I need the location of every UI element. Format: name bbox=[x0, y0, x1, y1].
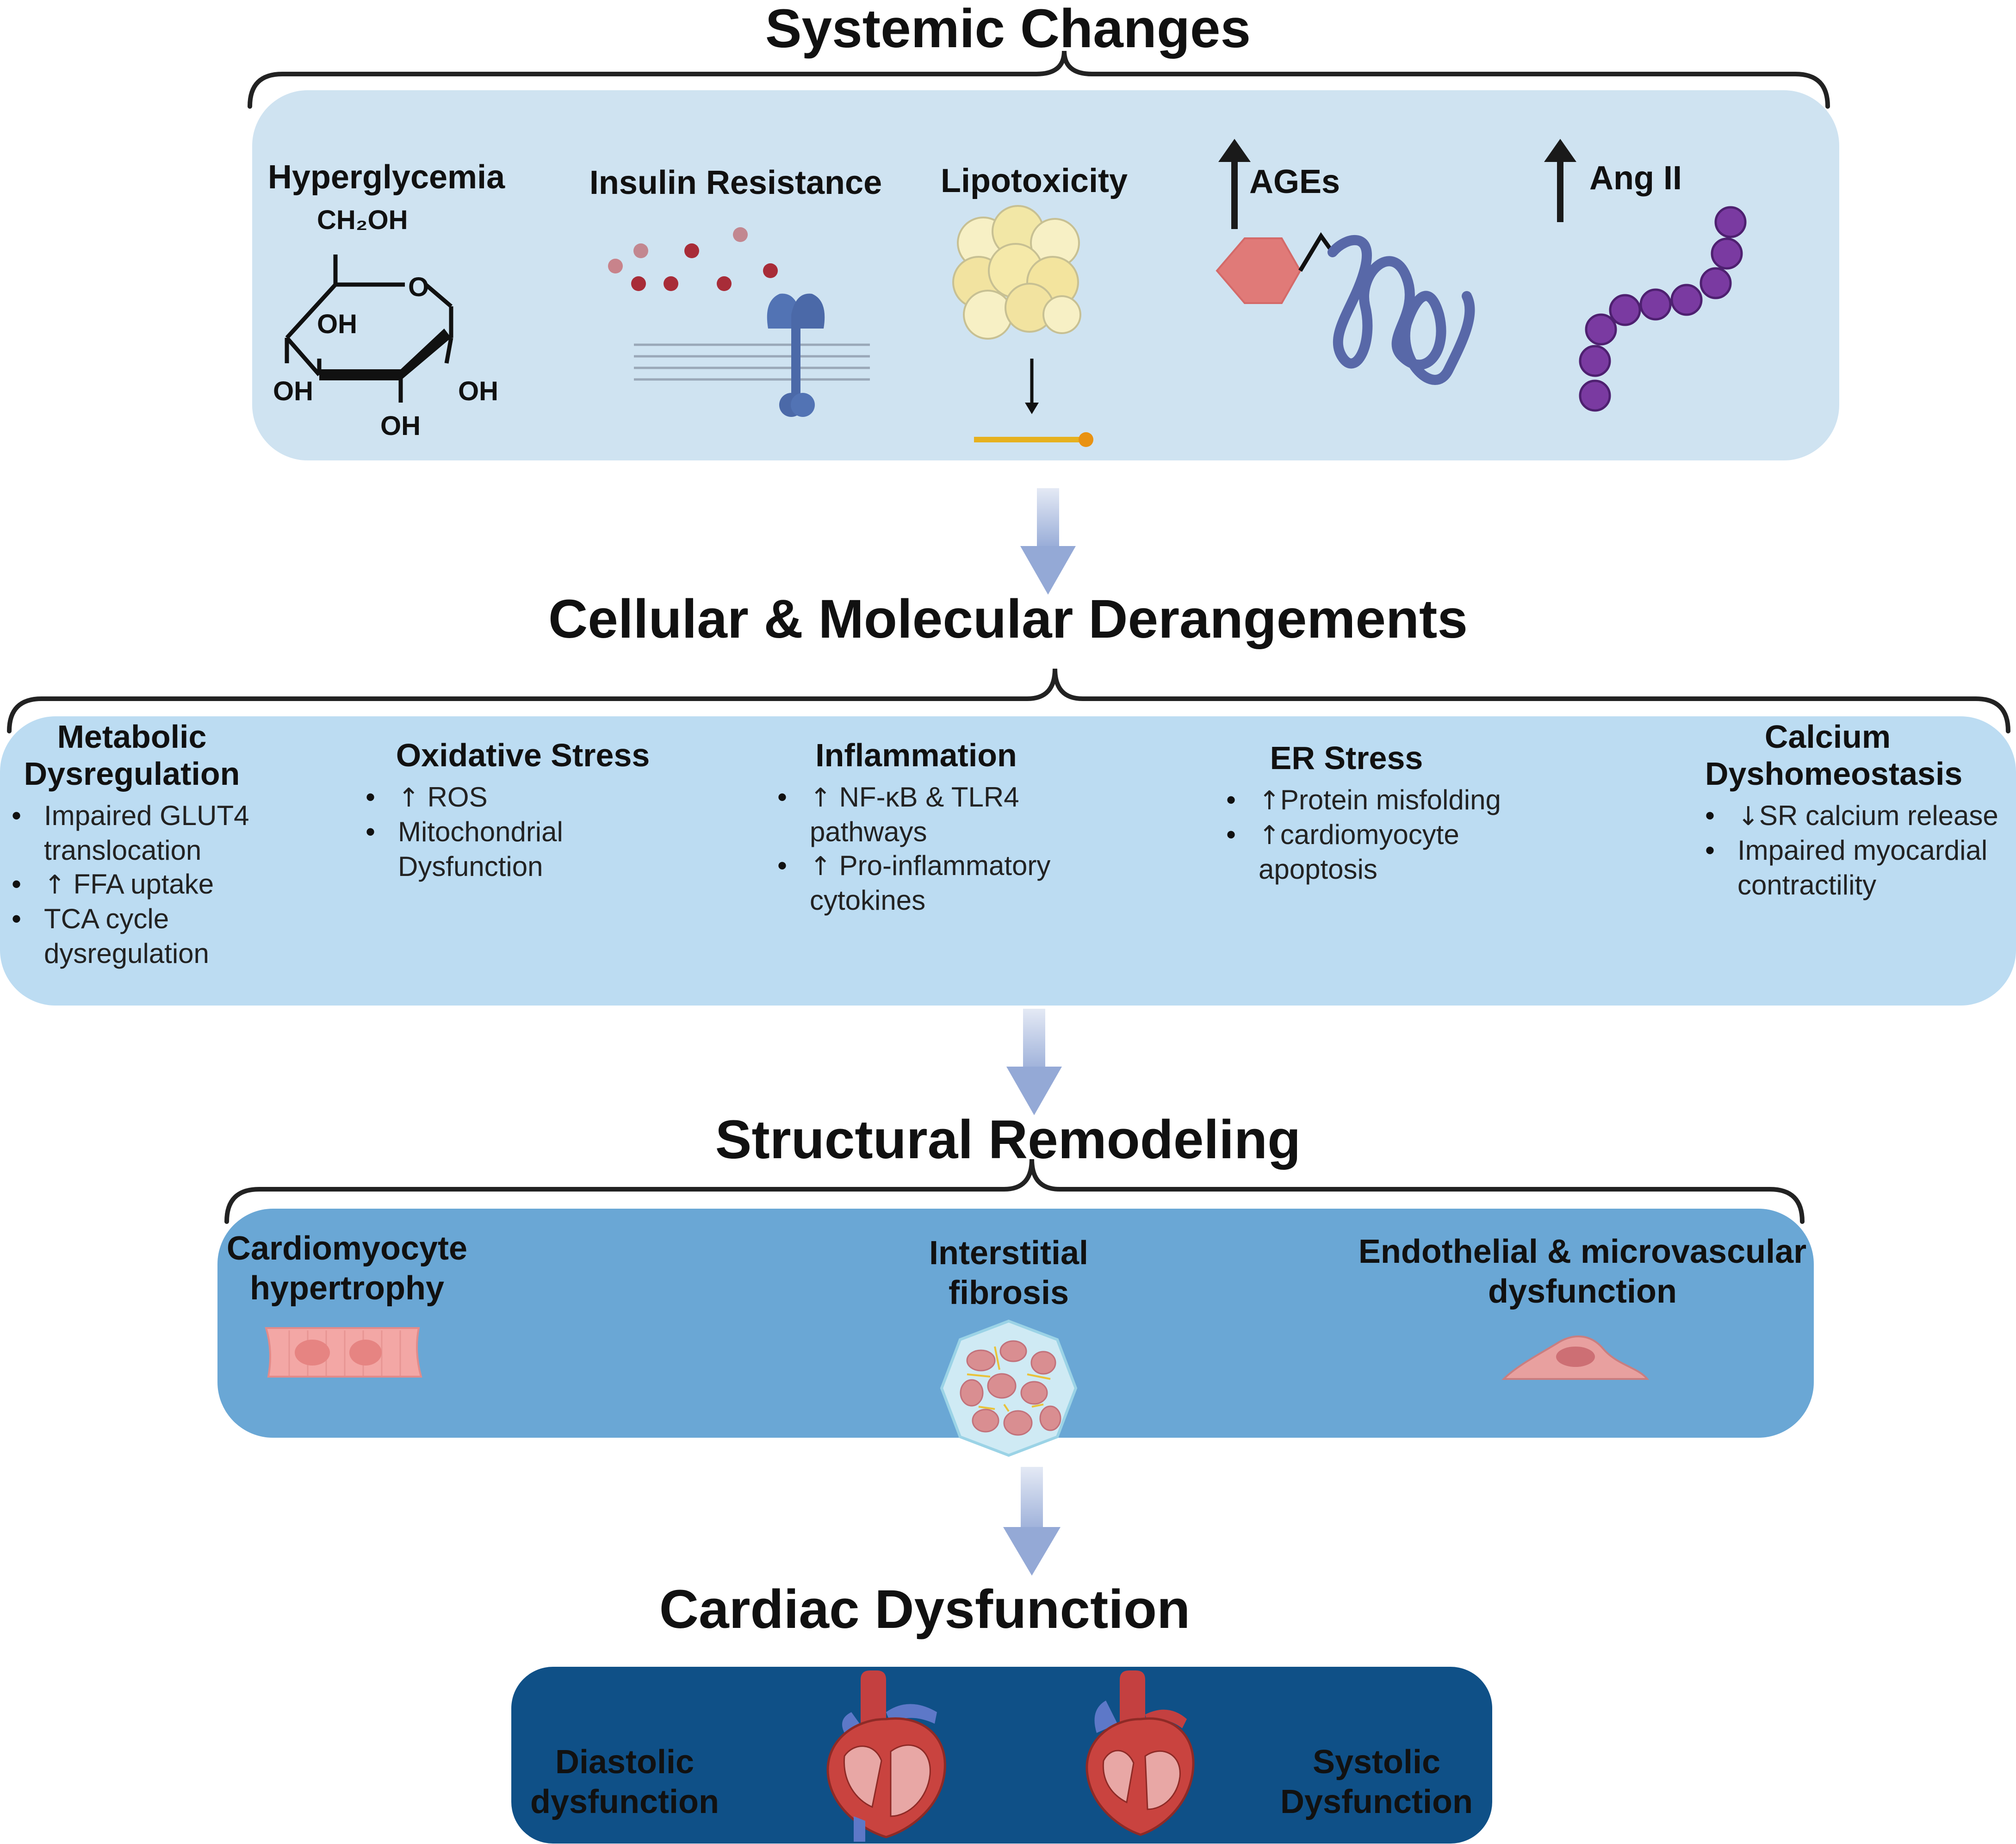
structural-bracket bbox=[224, 1159, 1805, 1224]
oxidative-title-text: Oxidative Stress bbox=[396, 737, 650, 773]
svg-text:OH: OH bbox=[458, 376, 498, 406]
ang-ii-label: Ang II bbox=[1589, 160, 1682, 197]
oxidative-column: Oxidative Stress ↑ ROS Mitochondrial Dys… bbox=[366, 737, 671, 883]
flow-arrow-3 bbox=[1003, 1467, 1061, 1576]
hyperglycemia-label: Hyperglycemia bbox=[267, 159, 505, 196]
glucose-molecule-icon: CH₂OH O OH OH OH OH bbox=[273, 205, 498, 441]
oxidative-bullets: ↑ ROS Mitochondrial Dysfunction bbox=[366, 780, 671, 883]
endothelial-cell-icon bbox=[1501, 1335, 1650, 1380]
calcium-title-text: Calcium Dyshomeostasis bbox=[1705, 719, 1963, 792]
list-item: TCA cycle dysregulation bbox=[12, 902, 335, 970]
list-item: ↑ ROS bbox=[366, 780, 671, 815]
systolic-dysfunction-label: Systolic Dysfunction bbox=[1280, 1744, 1473, 1821]
er-stress-column: ER Stress ↑Protein misfolding ↑cardiomyo… bbox=[1226, 739, 1550, 886]
list-item: Mitochondrial Dysfunction bbox=[366, 815, 671, 883]
flow-arrow-1 bbox=[1020, 488, 1076, 595]
ages-icon bbox=[1216, 139, 1475, 385]
heart-diastolic-icon bbox=[826, 1670, 946, 1842]
calcium-title: Calcium Dyshomeostasis bbox=[1705, 718, 1962, 792]
endothelial-dysfunction-label: Endothelial & microvascular dysfunction bbox=[1358, 1233, 1807, 1310]
cardiac-title: Cardiac Dysfunction bbox=[659, 1579, 1191, 1640]
inflammation-column: Inflammation ↑ NF-κB & TLR4 pathways ↑ P… bbox=[777, 737, 1073, 917]
inflammation-title: Inflammation bbox=[777, 737, 1055, 774]
list-item: ↑ FFA uptake bbox=[12, 867, 335, 902]
interstitial-fibrosis-label: Interstitial fibrosis bbox=[929, 1235, 1089, 1312]
metabolic-title: Metabolic Dysregulation bbox=[12, 718, 252, 792]
lipotoxicity-label: Lipotoxicity bbox=[940, 162, 1128, 199]
oxidative-title: Oxidative Stress bbox=[366, 737, 680, 774]
cellular-bracket bbox=[7, 668, 2010, 733]
list-item: ↑cardiomyocyte apoptosis bbox=[1226, 818, 1550, 886]
svg-text:OH: OH bbox=[380, 411, 421, 441]
calcium-column: Calcium Dyshomeostasis ↓SR calcium relea… bbox=[1705, 718, 2001, 902]
insulin-resistance-label: Insulin Resistance bbox=[589, 164, 882, 201]
metabolic-title-text: Metabolic Dysregulation bbox=[24, 719, 240, 792]
inflammation-bullets: ↑ NF-κB & TLR4 pathways ↑ Pro-inflammato… bbox=[777, 780, 1073, 917]
svg-text:OH: OH bbox=[317, 309, 357, 339]
er-stress-bullets: ↑Protein misfolding ↑cardiomyocyte apopt… bbox=[1226, 783, 1550, 886]
list-item: ↓SR calcium release bbox=[1705, 799, 2001, 833]
structural-title: Structural Remodeling bbox=[715, 1109, 1301, 1170]
heart-systolic-icon bbox=[1086, 1670, 1195, 1836]
ages-label: AGEs bbox=[1249, 163, 1340, 200]
diastolic-dysfunction-label: Diastolic dysfunction bbox=[530, 1744, 719, 1821]
cardiomyocyte-hypertrophy-label: Cardiomyocyte hypertrophy bbox=[226, 1230, 468, 1307]
er-stress-title: ER Stress bbox=[1226, 739, 1467, 776]
svg-text:O: O bbox=[408, 272, 429, 302]
list-item: Impaired myocardial contractility bbox=[1705, 833, 2001, 902]
metabolic-column: Metabolic Dysregulation Impaired GLUT4 t… bbox=[12, 718, 335, 970]
er-stress-title-text: ER Stress bbox=[1270, 740, 1423, 776]
fibrosis-icon bbox=[940, 1319, 1078, 1457]
flow-arrow-2 bbox=[1006, 1009, 1062, 1115]
inflammation-title-text: Inflammation bbox=[815, 737, 1017, 773]
list-item: ↑ Pro-inflammatory cytokines bbox=[777, 849, 1073, 917]
insulin-receptor-icon bbox=[608, 227, 870, 417]
lipid-droplets-icon bbox=[952, 205, 1093, 447]
metabolic-bullets: Impaired GLUT4 translocation ↑ FFA uptak… bbox=[12, 799, 335, 970]
systemic-title: Systemic Changes bbox=[765, 0, 1251, 59]
ang-ii-icon bbox=[1544, 139, 1747, 412]
list-item: Impaired GLUT4 translocation bbox=[12, 799, 335, 867]
cardiac-panel bbox=[511, 1667, 1492, 1844]
systemic-bracket bbox=[248, 50, 1830, 109]
svg-text:CH₂OH: CH₂OH bbox=[317, 205, 408, 235]
cardiomyocyte-icon bbox=[265, 1327, 422, 1378]
list-item: ↑Protein misfolding bbox=[1226, 783, 1550, 818]
svg-text:OH: OH bbox=[273, 376, 313, 406]
list-item: ↑ NF-κB & TLR4 pathways bbox=[777, 780, 1073, 849]
calcium-bullets: ↓SR calcium release Impaired myocardial … bbox=[1705, 799, 2001, 902]
cellular-title: Cellular & Molecular Derangements bbox=[548, 589, 1468, 650]
